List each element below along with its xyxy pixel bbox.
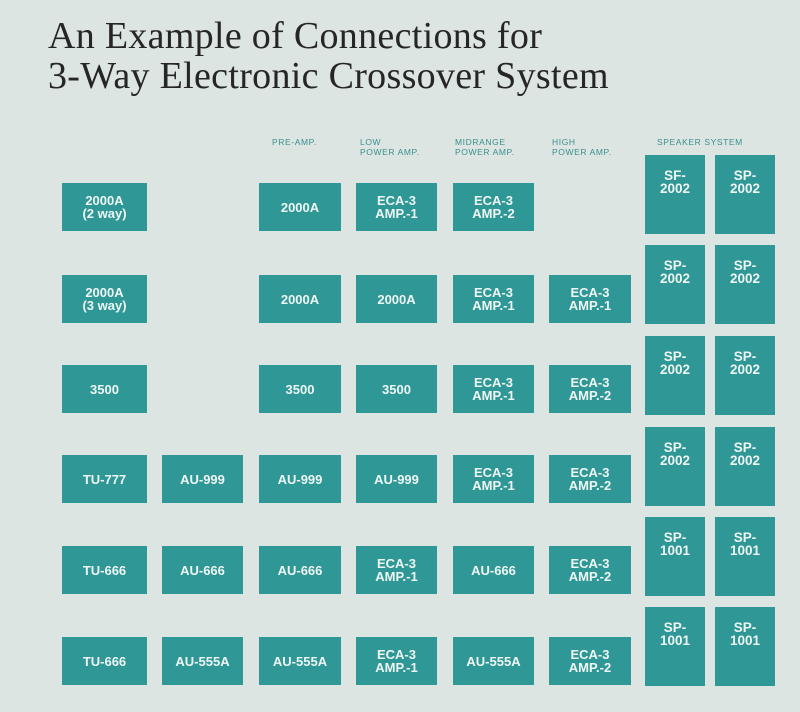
- component-box: AU-666: [259, 546, 341, 594]
- speaker-box: SP- 2002: [645, 336, 705, 415]
- component-box: 3500: [356, 365, 437, 413]
- component-box: ECA-3 AMP.-1: [453, 365, 534, 413]
- component-box: ECA-3 AMP.-1: [549, 275, 631, 323]
- component-box: 3500: [259, 365, 341, 413]
- component-box: ECA-3 AMP.-2: [549, 546, 631, 594]
- title-line-1: An Example of Connections for: [48, 15, 543, 57]
- component-box: 2000A (2 way): [62, 183, 147, 231]
- component-box: 2000A: [356, 275, 437, 323]
- component-box: AU-555A: [259, 637, 341, 685]
- component-box: ECA-3 AMP.-2: [549, 637, 631, 685]
- component-box: TU-666: [62, 637, 147, 685]
- speaker-box: SP- 1001: [715, 607, 775, 686]
- component-box: 2000A: [259, 275, 341, 323]
- speaker-box: SP- 2002: [645, 245, 705, 324]
- component-box: AU-555A: [453, 637, 534, 685]
- component-box: ECA-3 AMP.-1: [356, 546, 437, 594]
- component-box: 2000A (3 way): [62, 275, 147, 323]
- component-box: ECA-3 AMP.-2: [453, 183, 534, 231]
- component-box: AU-666: [162, 546, 243, 594]
- component-box: AU-999: [259, 455, 341, 503]
- speaker-box: SP- 2002: [715, 155, 775, 234]
- component-box: ECA-3 AMP.-1: [453, 455, 534, 503]
- header-high-power-amp: HIGH POWER AMP.: [552, 137, 612, 157]
- component-box: 2000A: [259, 183, 341, 231]
- component-box: TU-777: [62, 455, 147, 503]
- component-box: ECA-3 AMP.-1: [356, 183, 437, 231]
- header-low-power-amp: LOW POWER AMP.: [360, 137, 420, 157]
- speaker-box: SP- 2002: [715, 427, 775, 506]
- component-box: ECA-3 AMP.-2: [549, 455, 631, 503]
- component-box: 3500: [62, 365, 147, 413]
- component-box: AU-999: [162, 455, 243, 503]
- speaker-box: SP- 2002: [645, 427, 705, 506]
- speaker-box: SP- 2002: [715, 245, 775, 324]
- header-midrange-power-amp: MIDRANGE POWER AMP.: [455, 137, 515, 157]
- speaker-box: SP- 1001: [645, 517, 705, 596]
- component-box: ECA-3 AMP.-1: [356, 637, 437, 685]
- component-box: AU-666: [453, 546, 534, 594]
- component-box: ECA-3 AMP.-2: [549, 365, 631, 413]
- speaker-box: SP- 1001: [645, 607, 705, 686]
- speaker-box: SF- 2002: [645, 155, 705, 234]
- component-box: ECA-3 AMP.-1: [453, 275, 534, 323]
- component-box: AU-999: [356, 455, 437, 503]
- component-box: TU-666: [62, 546, 147, 594]
- title-line-2: 3-Way Electronic Crossover System: [48, 55, 609, 97]
- header-speaker-system: SPEAKER SYSTEM: [657, 137, 743, 147]
- speaker-box: SP- 1001: [715, 517, 775, 596]
- diagram-title: An Example of Connections for 3-Way Elec…: [48, 16, 609, 96]
- header-pre-amp: PRE-AMP.: [272, 137, 317, 147]
- component-box: AU-555A: [162, 637, 243, 685]
- speaker-box: SP- 2002: [715, 336, 775, 415]
